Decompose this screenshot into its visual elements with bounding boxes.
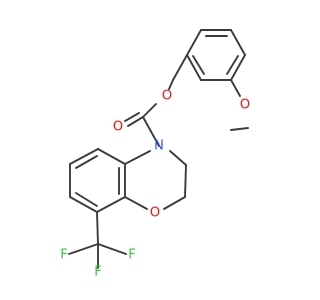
fluorine-right-label: F bbox=[128, 248, 135, 263]
fluorine-bottom-label: F bbox=[94, 265, 101, 280]
atom-labels: O O O N O F F F bbox=[60, 89, 250, 280]
ring-nitrogen-label: N bbox=[154, 139, 164, 154]
methoxy-oxygen-label: O bbox=[240, 98, 250, 113]
fluorine-left-label: F bbox=[60, 248, 67, 263]
bonds bbox=[68, 29, 249, 269]
carbonyl-oxygen-label: O bbox=[113, 120, 123, 135]
ring-oxygen-label: O bbox=[150, 206, 160, 221]
ether-oxygen-label: O bbox=[162, 89, 172, 104]
molecule-structure-diagram: O O O N O F F F bbox=[60, 29, 250, 280]
